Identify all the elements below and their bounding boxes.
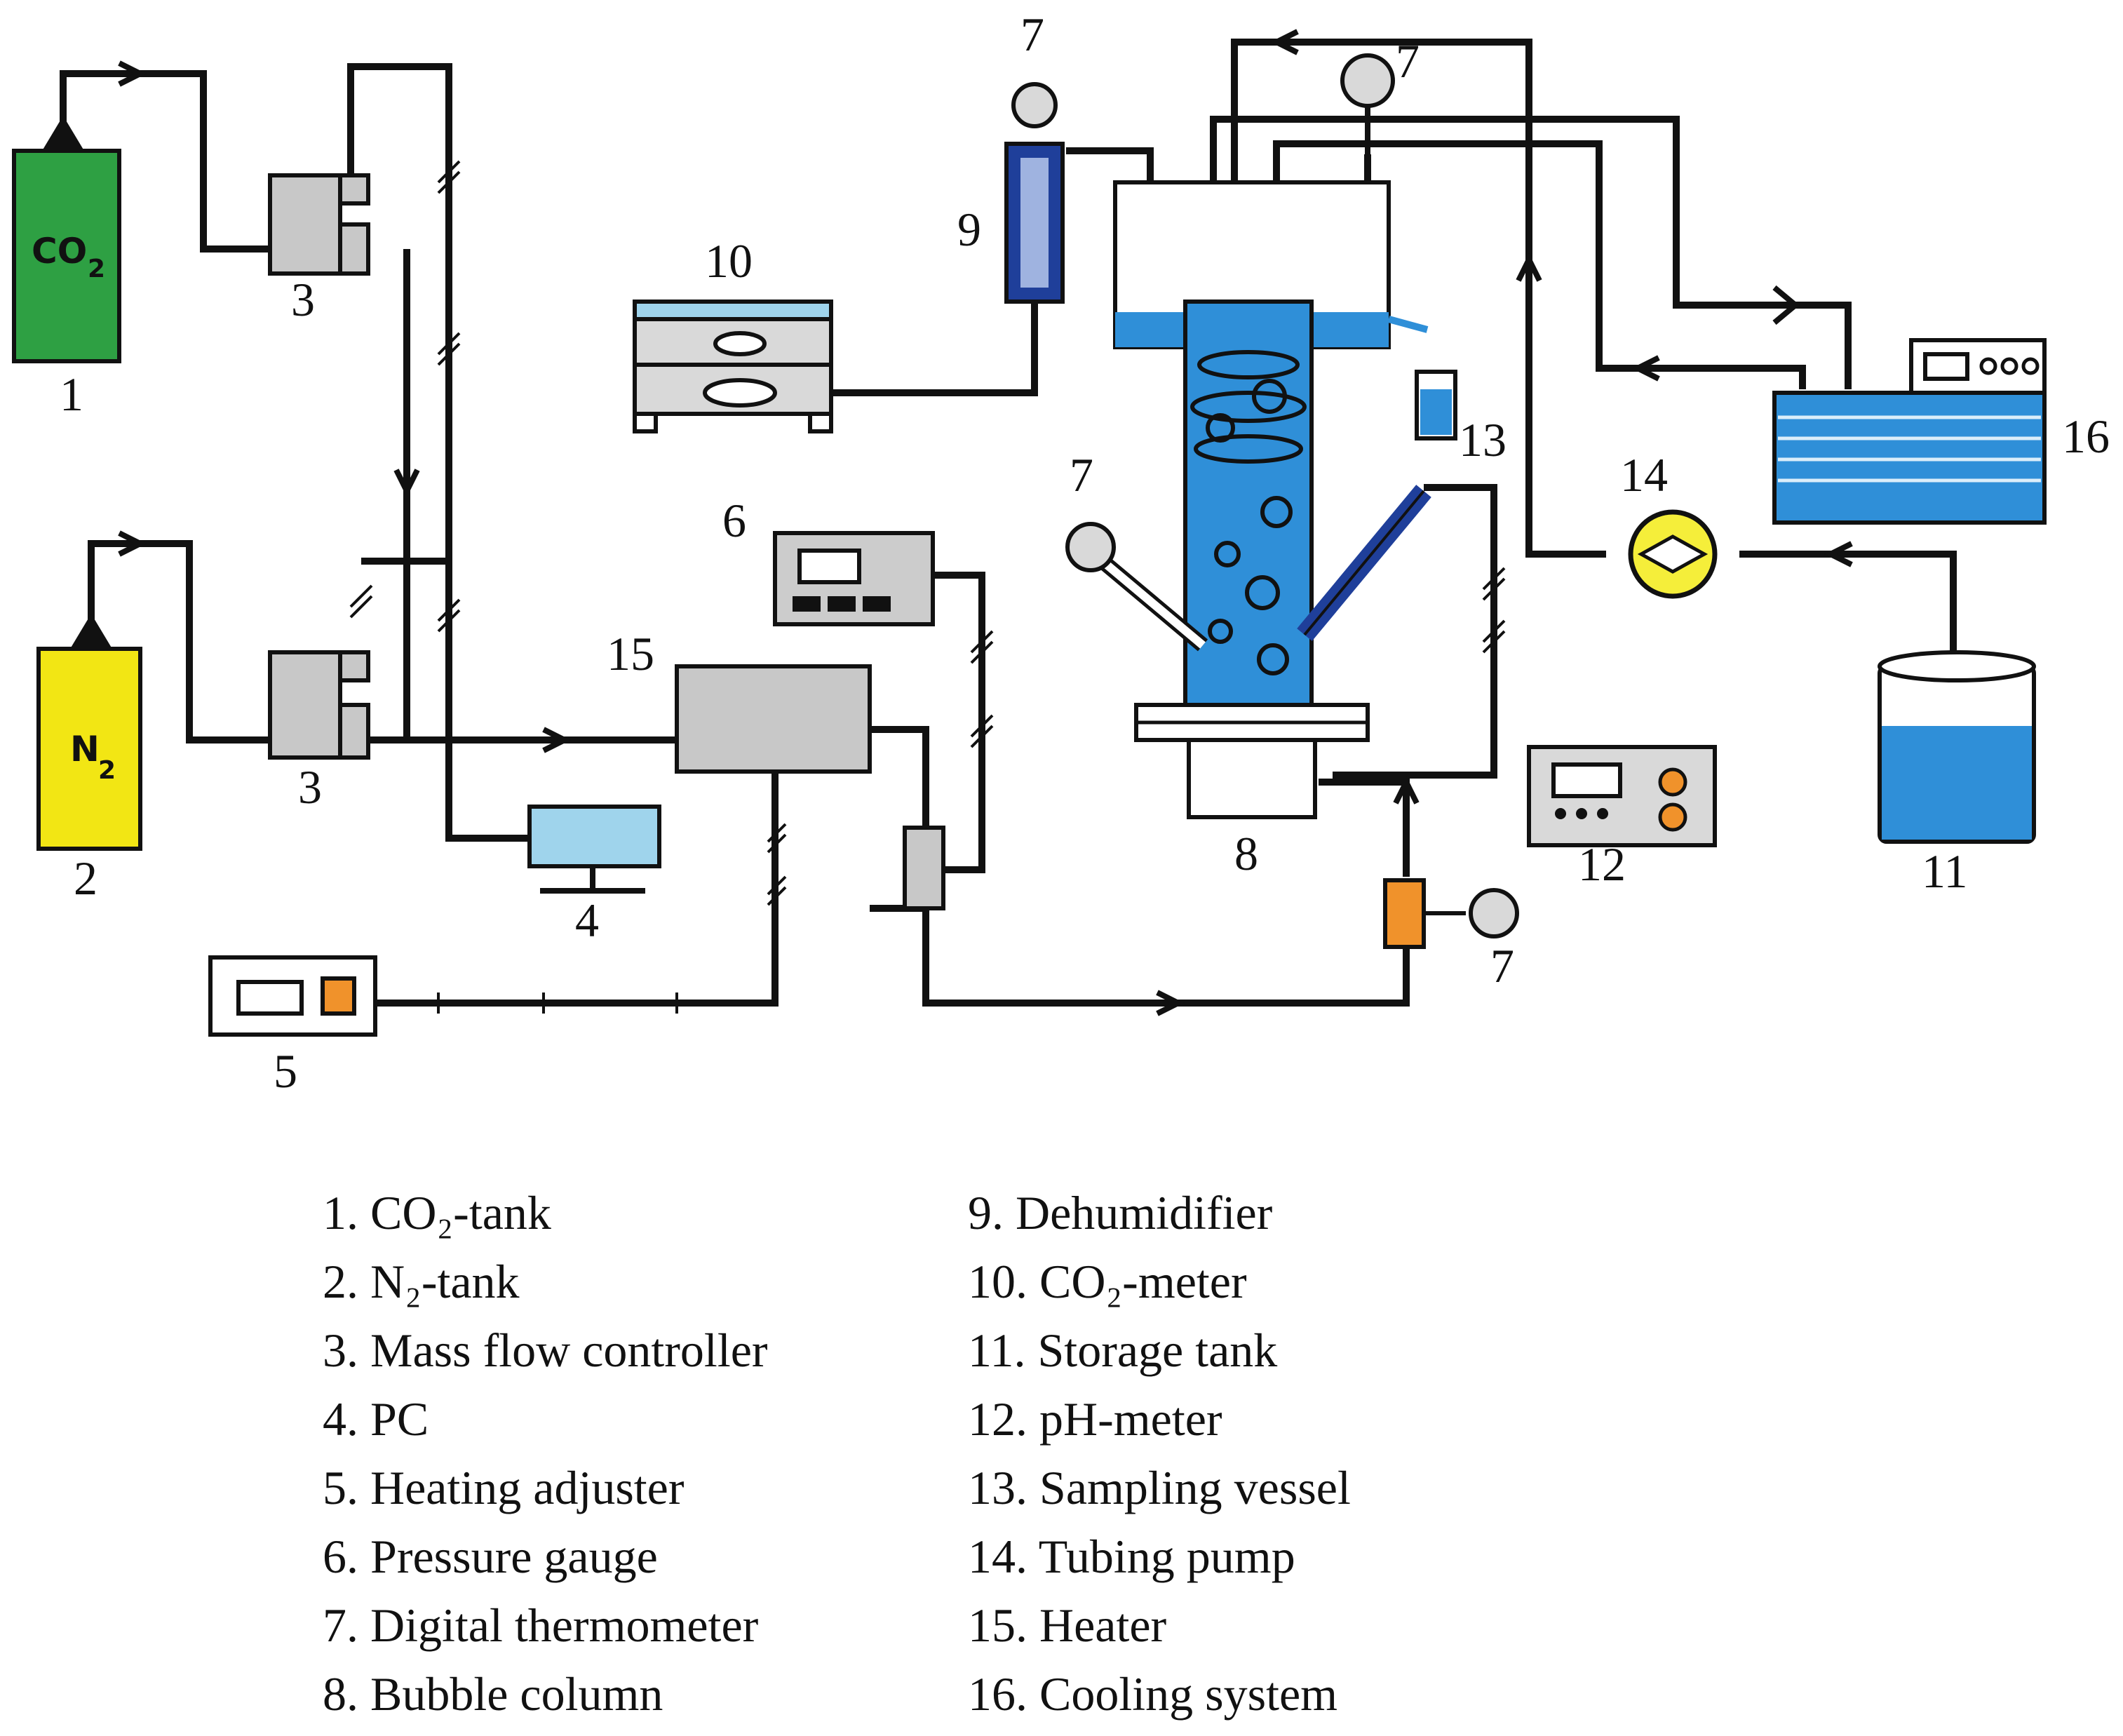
- legend-item: 12. pH-meter: [968, 1392, 1222, 1446]
- process-diagram: CO 2 N 2: [12, 8, 2110, 1098]
- label-12: 12: [1578, 837, 1626, 891]
- legend-item: 10. CO₂-meter: [968, 1255, 1247, 1308]
- label-16: 16: [2062, 410, 2110, 463]
- label-1: 1: [60, 368, 83, 421]
- top-thermometer: [1340, 53, 1395, 161]
- ph-meter: [1527, 745, 1717, 847]
- inline-flow-device: [903, 826, 945, 910]
- pressure-gauge: [773, 531, 935, 626]
- co2-tank: CO 2: [12, 116, 121, 363]
- label-13: 13: [1459, 413, 1507, 466]
- label-9: 9: [957, 203, 981, 256]
- label-7-top: 7: [1396, 34, 1420, 88]
- n2-tank-subscript: 2: [98, 756, 116, 785]
- legend-item: 6. Pressure gauge: [323, 1530, 658, 1583]
- mass-flow-controller-top: [268, 173, 370, 276]
- legend-item: 4. PC: [323, 1392, 429, 1446]
- label-5: 5: [274, 1044, 297, 1098]
- legend-item: 9. Dehumidifier: [968, 1186, 1273, 1239]
- ph-probe: [1297, 485, 1431, 641]
- inlet-thermometer: [1383, 878, 1519, 949]
- legend-item: 14. Tubing pump: [968, 1530, 1295, 1583]
- heating-adjuster: [208, 955, 377, 1037]
- legend-left-column: 1. CO₂-tank 2. N₂-tank 3. Mass flow cont…: [323, 1178, 768, 1728]
- legend-item: 8. Bubble column: [323, 1667, 663, 1721]
- cooling-system: [1772, 338, 2047, 525]
- legend-item: 2. N₂-tank: [323, 1255, 520, 1308]
- bubble-column: [1113, 180, 1391, 819]
- label-8: 8: [1234, 827, 1258, 880]
- legend-right-column: 9. Dehumidifier 10. CO₂-meter 11. Storag…: [968, 1178, 1351, 1728]
- signal-ticks: [349, 160, 1506, 1014]
- label-7-column: 7: [1070, 448, 1093, 502]
- legend-item: 5. Heating adjuster: [323, 1461, 685, 1514]
- label-3-top: 3: [291, 273, 315, 326]
- legend-item: 13. Sampling vessel: [968, 1461, 1351, 1514]
- label-7-dehumidifier: 7: [1020, 8, 1044, 61]
- legend-item: 7. Digital thermometer: [323, 1599, 759, 1652]
- n2-tank: N 2: [36, 614, 142, 851]
- label-2: 2: [74, 852, 97, 905]
- dehumidifier: [1004, 82, 1065, 304]
- legend-item: 16. Cooling system: [968, 1667, 1338, 1721]
- co2-tank-subscript: 2: [88, 255, 105, 283]
- pc: [527, 805, 661, 894]
- legend-item: 3. Mass flow controller: [323, 1324, 768, 1377]
- label-7-inlet: 7: [1490, 939, 1514, 993]
- heater: [675, 664, 872, 774]
- label-15: 15: [607, 627, 654, 680]
- co2-tank-label: CO: [32, 231, 87, 271]
- number-labels: 1 2 3 3 4 5 6 7 7 7 7 8 9 10 11 12 13 14…: [60, 8, 2110, 1098]
- co2-meter: [633, 300, 833, 433]
- storage-tank: [1878, 650, 2036, 844]
- flow-arrows: [118, 29, 1853, 1016]
- n2-tank-label: N: [70, 729, 100, 769]
- label-3-bottom: 3: [298, 760, 322, 814]
- mass-flow-controller-bottom: [268, 650, 370, 760]
- tubing-pump: [1628, 509, 1718, 599]
- label-10: 10: [705, 234, 753, 288]
- legend-item: 11. Storage tank: [968, 1324, 1278, 1377]
- legend: 1. CO₂-tank 2. N₂-tank 3. Mass flow cont…: [323, 1178, 1936, 1725]
- label-6: 6: [722, 494, 746, 547]
- label-14: 14: [1620, 448, 1668, 502]
- legend-item: 15. Heater: [968, 1599, 1167, 1652]
- sampling-vessel: [1387, 316, 1457, 440]
- column-thermometer: [1065, 522, 1208, 652]
- label-4: 4: [575, 894, 599, 947]
- label-11: 11: [1922, 845, 1967, 898]
- legend-item: 1. CO₂-tank: [323, 1186, 551, 1239]
